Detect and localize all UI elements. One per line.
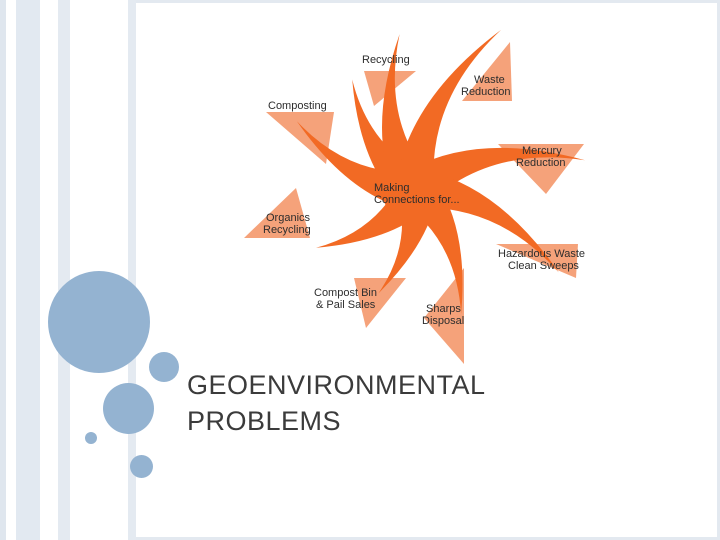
swirl-arm <box>381 34 438 193</box>
slide-frame <box>136 0 720 3</box>
triangles-group <box>244 42 584 364</box>
decor-stripe <box>136 0 138 540</box>
slide-title-line: PROBLEMS <box>187 406 342 436</box>
label-waste-reduction: Reduction <box>461 86 511 98</box>
center-label: Making <box>374 182 409 194</box>
triangle-waste-reduction <box>462 42 512 101</box>
decor-stripe <box>40 0 58 540</box>
label-composting: Composting <box>268 100 327 112</box>
swirl-hub <box>382 156 450 224</box>
decor-stripe <box>58 0 70 540</box>
label-compost-bin: & Pail Sales <box>316 299 376 311</box>
label-waste-reduction: Waste <box>474 74 505 86</box>
triangle-organics-recycling <box>244 188 310 238</box>
triangle-composting <box>266 112 334 164</box>
swirl-arm <box>395 182 463 314</box>
decor-stripe <box>70 0 128 540</box>
swirl-arm <box>412 147 585 212</box>
label-organics-recycling: Recycling <box>263 224 311 236</box>
label-sharps-disposal: Sharps <box>426 303 461 315</box>
label-hazardous-waste: Clean Sweeps <box>508 260 579 272</box>
decor-circle-medium <box>103 383 154 434</box>
decor-stripe <box>16 0 40 540</box>
decor-circle-small <box>149 352 179 382</box>
swirl-graphic <box>296 29 585 314</box>
center-label: Connections for... <box>374 194 460 206</box>
slide-title-line: GEOENVIRONMENTAL <box>187 370 486 400</box>
triangle-sharps-disposal <box>424 268 464 364</box>
slide-frame <box>136 537 720 540</box>
decor-circle-large <box>48 271 150 373</box>
slide-frame <box>717 0 720 540</box>
label-mercury-reduction: Reduction <box>516 157 566 169</box>
decor-stripe <box>0 0 6 540</box>
triangle-hazardous-waste <box>496 244 578 278</box>
label-sharps-disposal: Disposal <box>422 315 464 327</box>
label-mercury-reduction: Mercury <box>522 145 562 157</box>
decor-stripe <box>128 0 136 540</box>
decor-stripe <box>6 0 16 540</box>
recycling-connections-diagram: Making Connections for... Recycling Wast… <box>226 6 606 374</box>
label-recycling: Recycling <box>362 54 410 66</box>
label-compost-bin: Compost Bin <box>314 287 377 299</box>
label-hazardous-waste: Hazardous Waste <box>498 248 585 260</box>
triangle-compost-bin <box>354 278 406 328</box>
slide-title: GEOENVIRONMENTAL PROBLEMS <box>187 367 486 439</box>
decor-circle-small <box>130 455 153 478</box>
decor-circle-tiny <box>85 432 97 444</box>
label-organics-recycling: Organics <box>266 212 311 224</box>
